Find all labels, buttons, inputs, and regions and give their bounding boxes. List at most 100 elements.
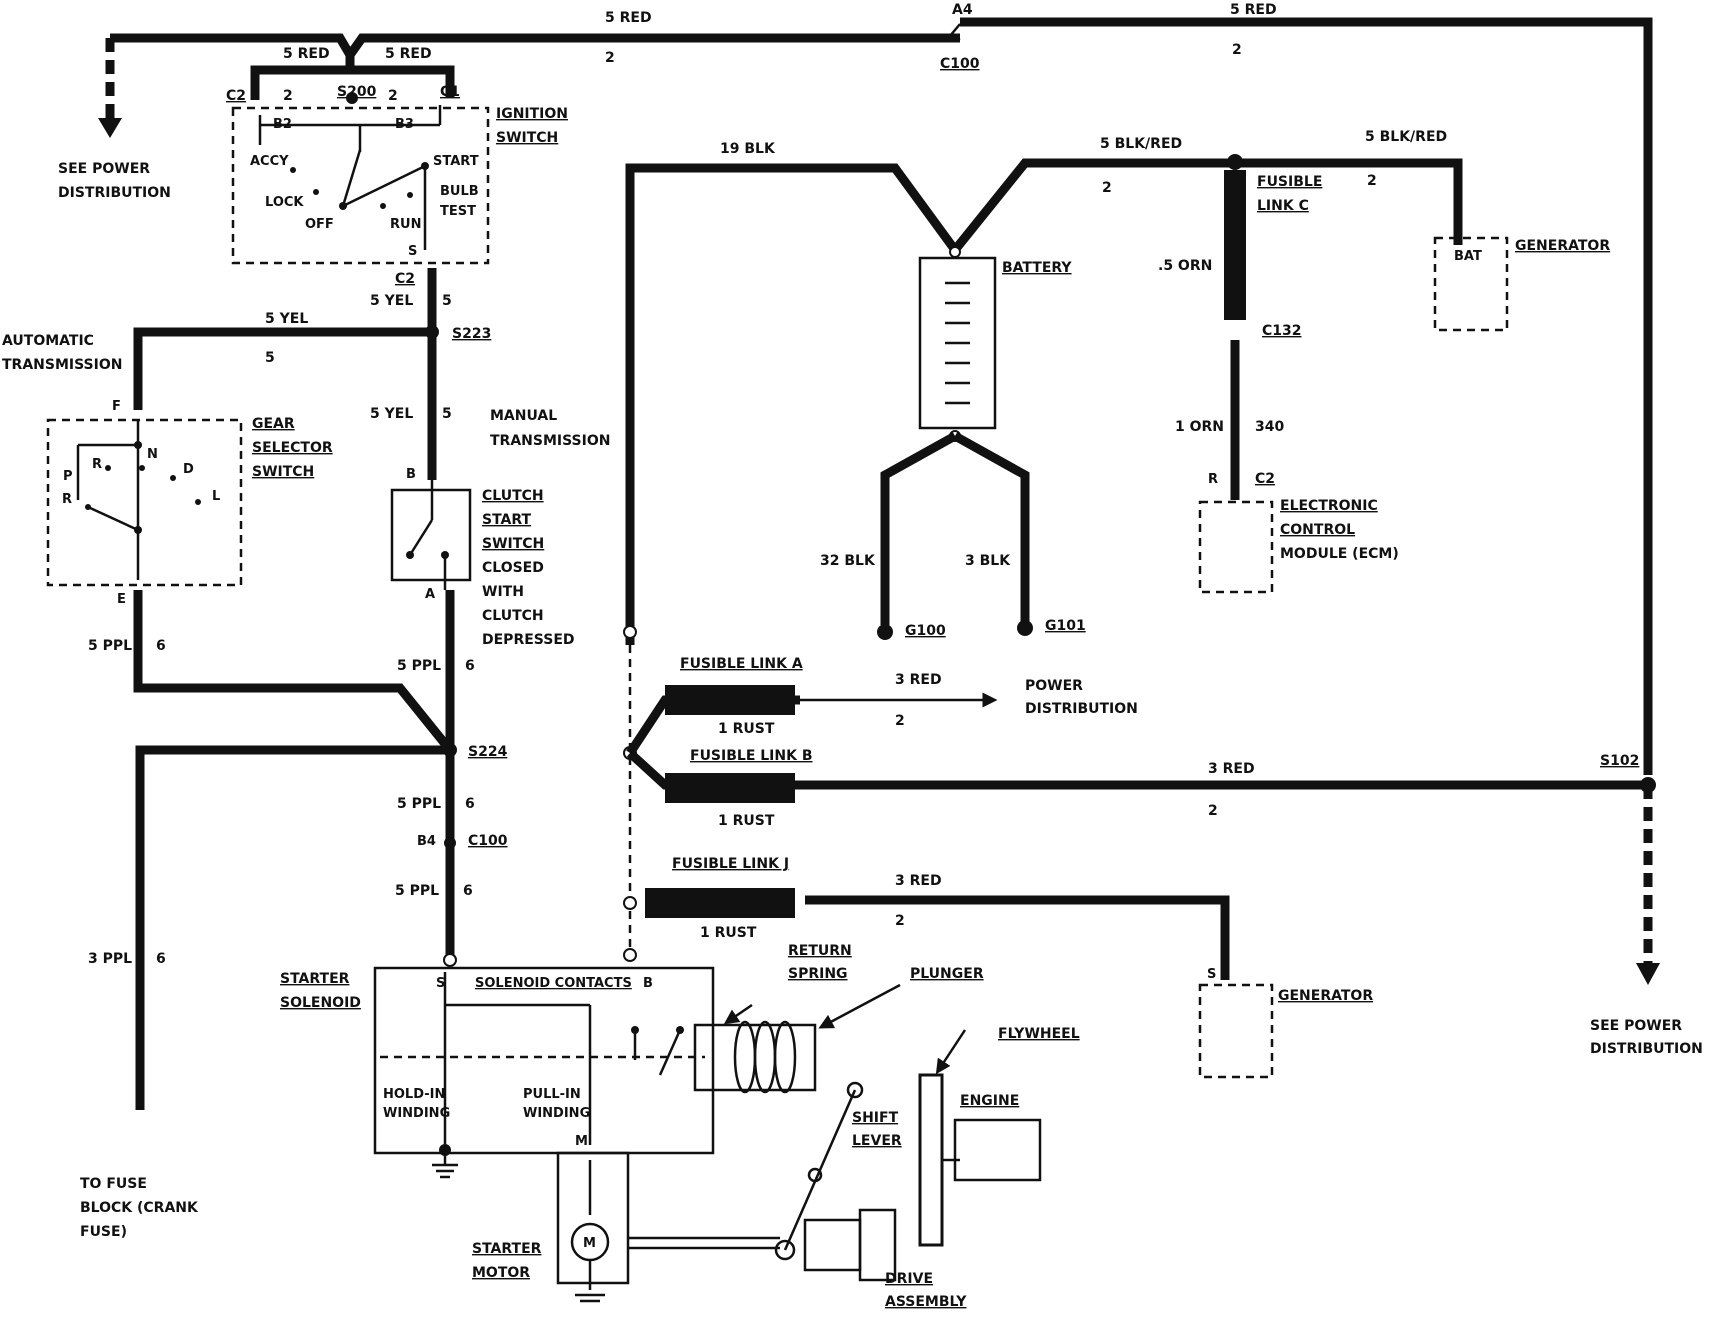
power-dist-2: DISTRIBUTION [1025, 701, 1138, 717]
connector-c132: C132 [1262, 323, 1302, 339]
ignition-feeds [250, 55, 455, 104]
ground-g100: G100 [905, 623, 946, 639]
shift-lever-2: LEVER [852, 1133, 902, 1149]
fusible-c-2: LINK C [1257, 198, 1309, 214]
clutch-line-1: CLUTCH [482, 488, 544, 504]
wire-red-fl-j-circuit: 2 [895, 913, 905, 929]
solenoid-contacts-label: SOLENOID CONTACTS [475, 976, 632, 991]
wire-ppl-below-s224-circuit: 6 [465, 796, 475, 812]
gear-pos-p: P [63, 469, 73, 484]
wire-yel-upper-circuit: 5 [442, 293, 452, 309]
solenoid-pin-m: M [575, 1134, 588, 1149]
wire-yel-lower: 5 YEL [370, 406, 413, 422]
manual-trans-1: MANUAL [490, 408, 557, 424]
battery-circuit [625, 154, 1509, 645]
clutch-line-3: SWITCH [482, 536, 544, 552]
ign-pos-lock: LOCK [265, 195, 304, 210]
clutch-line-6: CLUTCH [482, 608, 544, 624]
flywheel-label: FLYWHEEL [998, 1026, 1080, 1042]
wire-blk-red-right: 5 BLK/RED [1365, 129, 1447, 145]
wire-ign-left-red: 5 RED [283, 46, 330, 62]
wire-ppl-gear-circuit: 6 [156, 638, 166, 654]
wire-blk-19: 19 BLK [720, 141, 776, 157]
fusible-links [623, 625, 1660, 1079]
auto-trans-2: TRANSMISSION [2, 357, 122, 373]
wire-yel-upper: 5 YEL [370, 293, 413, 309]
fusible-link-j: FUSIBLE LINK J [672, 856, 789, 872]
wire-blk-3: 3 BLK [965, 553, 1011, 569]
clutch-line-4: CLOSED [482, 560, 544, 576]
manual-trans-2: TRANSMISSION [490, 433, 610, 449]
splice-s224: S224 [468, 744, 508, 760]
hold-in-2: WINDING [383, 1106, 450, 1121]
see-power-left-2: DISTRIBUTION [58, 185, 171, 201]
hold-in-1: HOLD-IN [383, 1087, 445, 1102]
wire-top-circuit-b: 2 [1232, 42, 1242, 58]
wire-ppl-clutch: 5 PPL [397, 658, 441, 674]
engine-label: ENGINE [960, 1093, 1019, 1109]
return-spring-2: SPRING [788, 966, 848, 982]
wire-rust-fl-a: 1 RUST [718, 721, 775, 737]
wire-blk-red-right-circuit: 2 [1367, 173, 1377, 189]
solenoid-pin-s: S [436, 976, 445, 991]
wire-red-fl-a: 3 RED [895, 672, 942, 688]
connector-c2-top: C2 [226, 88, 246, 104]
generator-pin-s: S [1207, 967, 1216, 982]
motor-symbol: M [583, 1236, 596, 1251]
wire-red-fl-a-circuit: 2 [895, 713, 905, 729]
starter-motor-2: MOTOR [472, 1265, 530, 1281]
clutch-pin-b: B [406, 467, 416, 482]
starter-solenoid-1: STARTER [280, 971, 350, 987]
gear-selector-switch [46, 418, 243, 587]
see-power-left-1: SEE POWER [58, 161, 150, 177]
wire-orn-1: 1 ORN [1175, 419, 1224, 435]
wire-top-left-red: 5 RED [605, 10, 652, 26]
ecm-label-1: ELECTRONIC [1280, 498, 1378, 514]
generator-bottom-label: GENERATOR [1278, 988, 1373, 1004]
solenoid-pin-b: B [643, 976, 653, 991]
ign-pos-run: RUN [390, 217, 421, 232]
ign-pos-bulb: BULB [440, 184, 479, 199]
wire-ign-circuit-left: 2 [283, 88, 293, 104]
wire-ppl-crank: 3 PPL [88, 951, 132, 967]
starter-solenoid-2: SOLENOID [280, 995, 361, 1011]
c100-top-pin: A4 [952, 2, 973, 18]
ign-pos-start: START [433, 154, 479, 169]
ign-pin-s: S [408, 244, 417, 259]
yellow-wires [133, 268, 439, 480]
gear-pos-l: L [212, 489, 220, 504]
fusible-c-1: FUSIBLE [1257, 174, 1322, 190]
gear-pos-r-top: R [92, 457, 102, 472]
power-dist-1: POWER [1025, 678, 1083, 694]
wire-red-fl-j: 3 RED [895, 873, 942, 889]
shift-lever-1: SHIFT [852, 1110, 899, 1126]
ignition-switch-title-1: IGNITION [496, 106, 568, 122]
gear-pos-d: D [183, 462, 194, 477]
generator-bat-terminal: BAT [1454, 249, 1482, 264]
starter-solenoid [373, 966, 715, 1179]
fusible-link-a: FUSIBLE LINK A [680, 656, 803, 672]
wire-top-right-red: 5 RED [1230, 2, 1277, 18]
wire-orn-circuit: 340 [1255, 419, 1284, 435]
ign-pos-test: TEST [440, 204, 476, 219]
gear-title-3: SWITCH [252, 464, 314, 480]
wire-top-circuit-a: 2 [605, 50, 615, 66]
drive-assembly-2: ASSEMBLY [885, 1294, 967, 1310]
see-power-right-1: SEE POWER [1590, 1018, 1682, 1034]
ignition-switch [231, 105, 490, 265]
gear-pos-r-left: R [62, 492, 72, 507]
wire-rust-fl-j: 1 RUST [700, 925, 757, 941]
starter-motor-1: STARTER [472, 1241, 542, 1257]
splice-s102: S102 [1600, 753, 1639, 769]
plunger-spring [693, 983, 901, 1094]
ign-pos-accy: ACCY [250, 154, 289, 169]
clutch-pin-a: A [425, 587, 435, 602]
wire-yel-auto-circuit: 5 [265, 350, 275, 366]
starter-motor [556, 1029, 1042, 1303]
wire-ppl-below-s224: 5 PPL [397, 796, 441, 812]
c100-top-label: C100 [940, 56, 980, 72]
wire-yel-auto: 5 YEL [265, 311, 308, 327]
ecm-connector-c2: C2 [1255, 471, 1275, 487]
wire-blk-32: 32 BLK [820, 553, 876, 569]
